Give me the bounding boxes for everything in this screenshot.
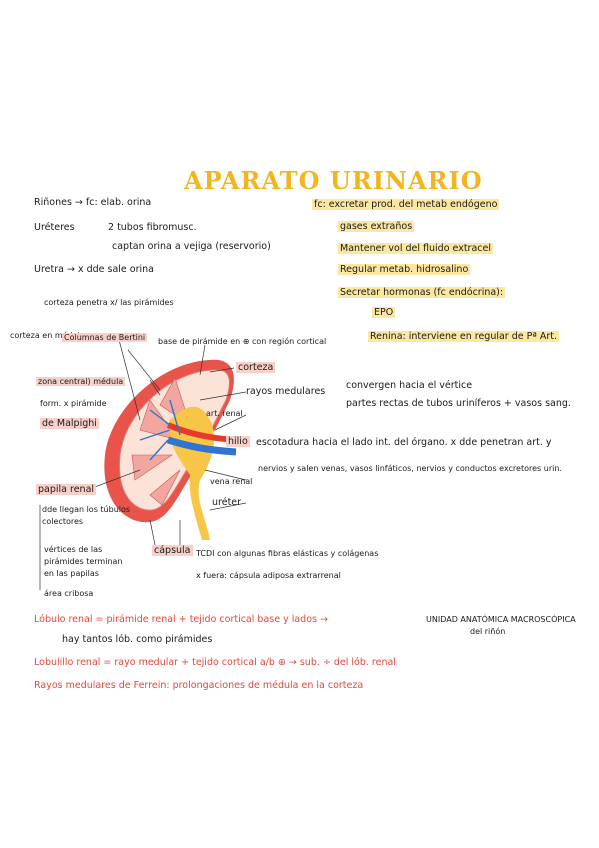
regular-line: Regular metab. hidrosalino — [338, 264, 471, 275]
pyramid-4 — [149, 469, 181, 506]
renina-line: Renina: interviene en regular de Pª Art. — [368, 331, 560, 342]
renal-vein — [166, 436, 237, 456]
label-zona-medula: zona central) médula — [36, 377, 126, 386]
label-rayos: rayos medulares — [246, 386, 326, 397]
lobulo-line: Lóbulo renal = pirámide renal + tejido c… — [34, 614, 328, 625]
ferrein-line: Rayos medulares de Ferrein: prolongacion… — [34, 680, 364, 691]
label-nervios: nervios y salen venas, vasos linfáticos,… — [258, 464, 562, 473]
ureteres-branch-2: captan orina a vejiga (reservorio) — [112, 241, 271, 252]
hay-tantos-line: hay tantos lób. como pirámides — [62, 634, 213, 645]
label-art-renal: art. renal — [206, 409, 243, 418]
label-vena-renal: vena renal — [210, 477, 253, 486]
epo-line: EPO — [372, 307, 396, 318]
unidad-line: UNIDAD ANATÓMICA MACROSCÓPICA — [426, 615, 576, 624]
label-hilio: hilio — [226, 436, 250, 447]
pyramid-3 — [131, 454, 173, 481]
label-partes: partes rectas de tubos uriníferos + vaso… — [346, 398, 571, 409]
gases-line: gases extraños — [338, 221, 415, 232]
label-form-piramide: form. x pirámide — [40, 399, 107, 408]
del-rinon-line: del riñón — [470, 627, 506, 636]
mantener-line: Mantener vol del fluido extracel — [338, 243, 493, 254]
label-escotadura: escotadura hacia el lado int. del órgano… — [256, 437, 552, 448]
fc-line: fc: excretar prod. del metab endógeno — [312, 199, 500, 210]
uretra-line: Uretra → x dde sale orina — [34, 264, 154, 275]
page-title: APARATO URINARIO — [184, 166, 483, 195]
label-columnas: Columnas de Bertini — [62, 333, 148, 342]
label-ureter: uréter — [212, 497, 242, 508]
label-vertices: vértices de las pirámides terminan en la… — [44, 545, 123, 578]
secretar-line: Secretar hormonas (fc endócrina): — [338, 287, 506, 298]
vessel-branches — [139, 399, 181, 461]
label-corteza-penetra: corteza penetra x/ las pirámides — [44, 298, 174, 307]
label-corteza-medula: corteza en médula — [10, 331, 85, 340]
label-x-fuera: x fuera: cápsula adiposa extrarrenal — [196, 571, 341, 580]
label-dde-llegan: dde llegan los túbulos colectores — [42, 505, 131, 526]
ureteres-label: Uréteres — [34, 222, 75, 233]
lobulillo-line: Lobulillo renal = rayo medular + tejido … — [34, 657, 396, 668]
rinones-line: Riñones → fc: elab. orina — [34, 197, 152, 208]
label-capsula: cápsula — [152, 545, 193, 556]
ureteres-branch-1: 2 tubos fibromusc. — [108, 222, 197, 233]
label-malpighi: de Malpighi — [40, 418, 99, 429]
label-convergen: convergen hacia el vértice — [346, 380, 473, 391]
label-papila: papila renal — [36, 484, 97, 495]
label-corteza: corteza — [236, 362, 276, 373]
label-tcdi: TCDI con algunas fibras elásticas y colá… — [196, 549, 379, 558]
label-area: área cribosa — [44, 589, 94, 598]
label-base-piramide: base de pirámide en ⊕ con región cortica… — [158, 337, 327, 346]
